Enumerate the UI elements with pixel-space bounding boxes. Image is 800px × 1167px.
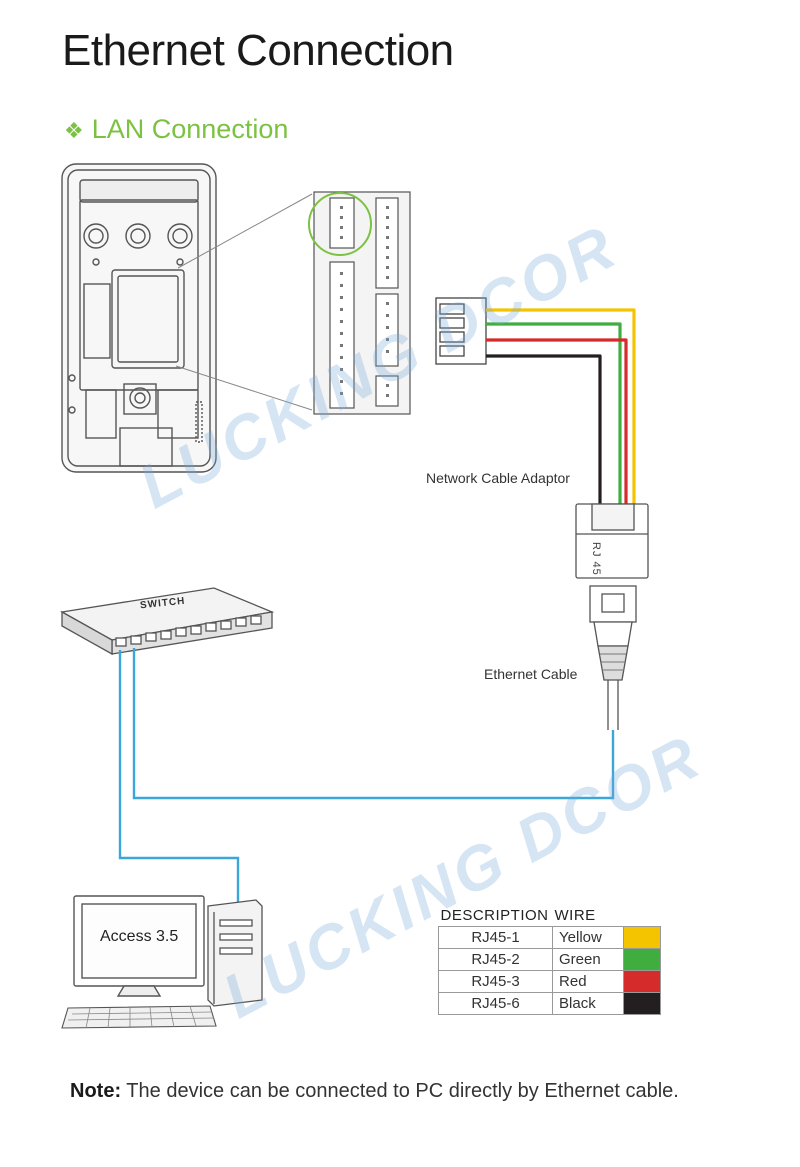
connector-board (313, 191, 411, 415)
rj45-plug (589, 585, 637, 730)
wire-color-swatch (623, 948, 662, 971)
wire-color-swatch (623, 926, 662, 949)
wire-table: DESCRIPTION WIRE RJ45-1 Yellow RJ45-2 Gr… (437, 905, 662, 1015)
note-text: The device can be connected to PC direct… (121, 1080, 679, 1102)
table-row: RJ45-6 Black (437, 992, 662, 1015)
device-back-panel (61, 163, 217, 473)
rj45-adaptor (575, 503, 649, 579)
row-description: RJ45-6 (437, 992, 554, 1015)
keyboard (61, 1005, 217, 1029)
note: Note: The device can be connected to PC … (70, 1080, 679, 1103)
row-wire: Yellow (552, 926, 625, 949)
row-description: RJ45-3 (437, 970, 554, 993)
highlight-circle (308, 192, 372, 256)
pc-screen-text: Access 3.5 (100, 928, 179, 945)
table-header-wire: WIRE (554, 907, 596, 924)
wire-color-swatch (623, 992, 662, 1015)
network-cable-adaptor-label: Network Cable Adaptor (426, 470, 570, 486)
diamond-bullet-icon: ❖ (64, 118, 84, 143)
colored-wires (486, 308, 636, 528)
row-wire: Red (552, 970, 625, 993)
network-switch (60, 587, 275, 656)
table-row: RJ45-3 Red (437, 970, 662, 993)
row-wire: Black (552, 992, 625, 1015)
row-wire: Green (552, 948, 625, 971)
row-description: RJ45-2 (437, 948, 554, 971)
ethernet-cable-label: Ethernet Cable (484, 666, 578, 682)
section-title-text: LAN Connection (91, 114, 289, 144)
blue-cables (118, 648, 615, 902)
section-title: ❖ LAN Connection (64, 114, 288, 145)
wire-color-swatch (623, 970, 662, 993)
table-row: RJ45-1 Yellow (437, 926, 662, 949)
pc-monitor (73, 895, 205, 997)
note-label: Note: (70, 1080, 122, 1102)
table-header-description: DESCRIPTION (440, 907, 549, 924)
page-title: Ethernet Connection (62, 26, 454, 75)
row-description: RJ45-1 (437, 926, 554, 949)
pc-tower (207, 899, 263, 1007)
four-pin-plug (435, 297, 487, 365)
rj45-label: RJ 45 (590, 542, 602, 576)
table-row: RJ45-2 Green (437, 948, 662, 971)
